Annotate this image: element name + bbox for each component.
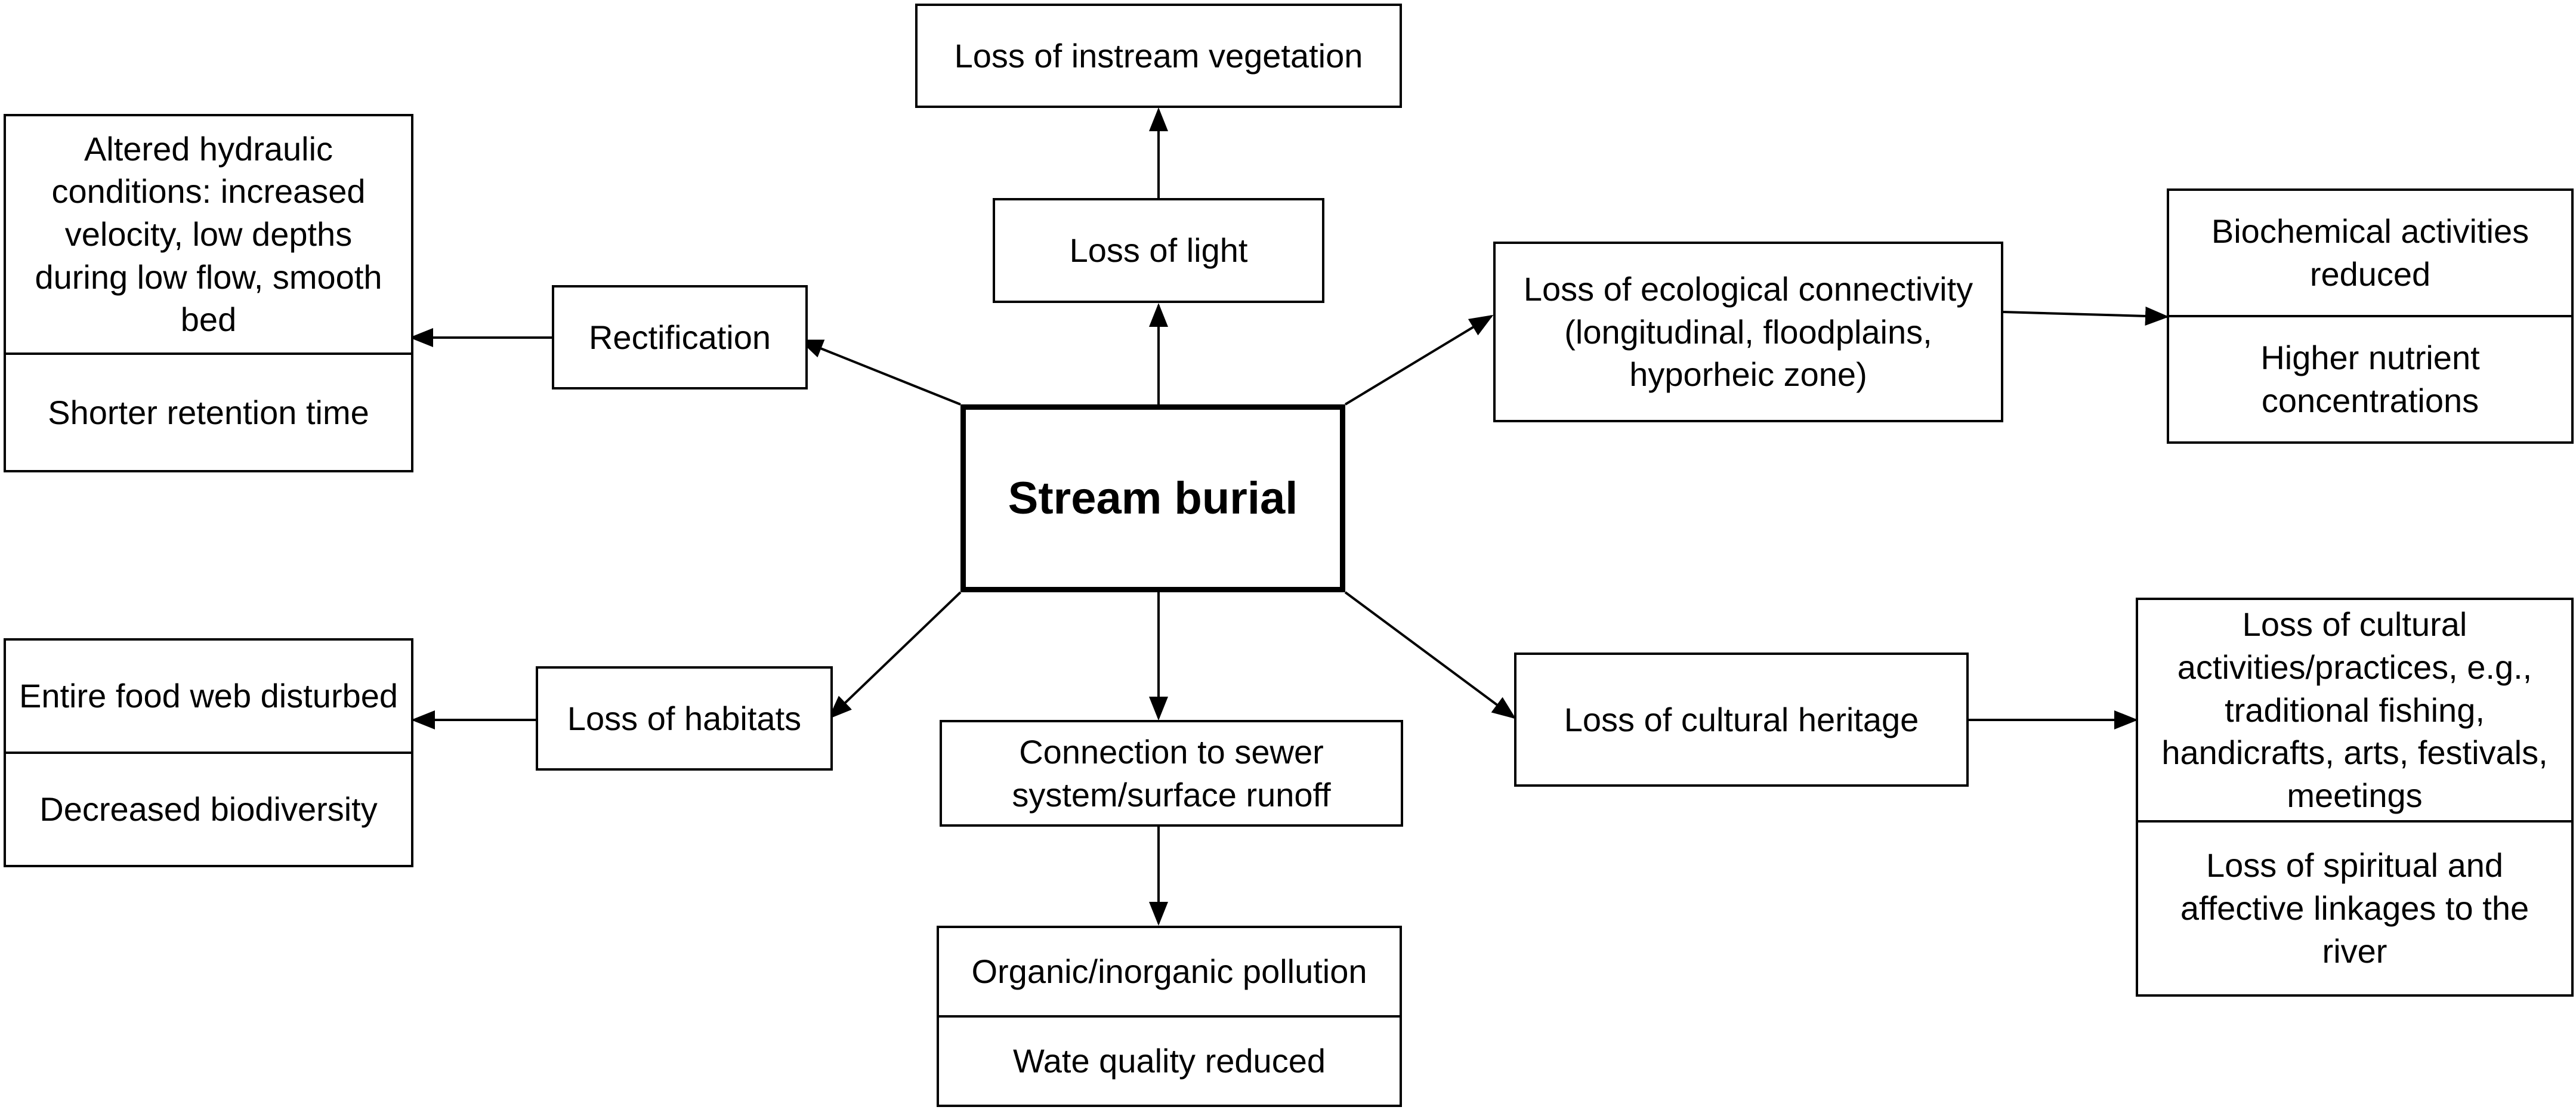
food-web-node: Entire food web disturbed Decreased biod… [4, 638, 413, 867]
hydraulic-node: Altered hydraulic conditions: increased … [4, 114, 413, 472]
arrow-center-to-connectivity [1344, 314, 1494, 406]
cultural-practices-label: Loss of cultural activities/practices, e… [2161, 605, 2548, 814]
cultural-practices-node: Loss of cultural activities/practices, e… [2136, 598, 2574, 997]
instream-vegetation-node: Loss of instream vegetation [915, 4, 1402, 108]
biodiversity-label: Decreased biodiversity [6, 752, 411, 865]
rectification-node: Rectification [552, 285, 808, 389]
retention-time-label: Shorter retention time [6, 352, 411, 470]
spiritual-linkages-label: Loss of spiritual and affective linkages… [2138, 820, 2571, 994]
cultural-heritage-node: Loss of cultural heritage [1514, 653, 1969, 787]
rectification-label: Rectification [588, 318, 771, 356]
instream-vegetation-label: Loss of instream vegetation [954, 36, 1363, 75]
loss-of-light-node: Loss of light [993, 198, 1324, 303]
pollution-node: Organic/inorganic pollution Wate quality… [937, 926, 1402, 1107]
arrow-center-to-cultural-heritage [1344, 591, 1516, 719]
sewer-connection-node: Connection to sewer system/surface runof… [940, 720, 1403, 827]
biochemical-activities-label: Biochemical activities reduced [2211, 212, 2529, 293]
stream-burial-label: Stream burial [1008, 472, 1298, 524]
loss-of-habitats-label: Loss of habitats [567, 699, 802, 737]
food-web-label: Entire food web disturbed [18, 677, 399, 715]
hydraulic-conditions-label: Altered hydraulic conditions: increased … [35, 129, 382, 339]
loss-of-habitats-node: Loss of habitats [536, 666, 833, 771]
arrow-center-to-habitats [828, 591, 962, 719]
ecological-connectivity-node: Loss of ecological connectivity (longitu… [1493, 242, 2003, 422]
ecological-connectivity-label: Loss of ecological connectivity (longitu… [1523, 270, 1973, 394]
cultural-heritage-label: Loss of cultural heritage [1564, 700, 1919, 738]
pollution-label: Organic/inorganic pollution [971, 953, 1367, 991]
arrow-connectivity-to-biochemical [2003, 306, 2169, 326]
nutrient-concentrations-label: Higher nutrient concentrations [2169, 315, 2571, 441]
biochemical-node: Biochemical activities reduced Higher nu… [2167, 188, 2574, 444]
arrow-center-to-rectification [799, 339, 961, 406]
stream-burial-node: Stream burial [960, 404, 1345, 592]
loss-of-light-label: Loss of light [1069, 231, 1248, 270]
water-quality-label: Wate quality reduced [939, 1015, 1400, 1105]
sewer-connection-label: Connection to sewer system/surface runof… [1012, 732, 1331, 814]
